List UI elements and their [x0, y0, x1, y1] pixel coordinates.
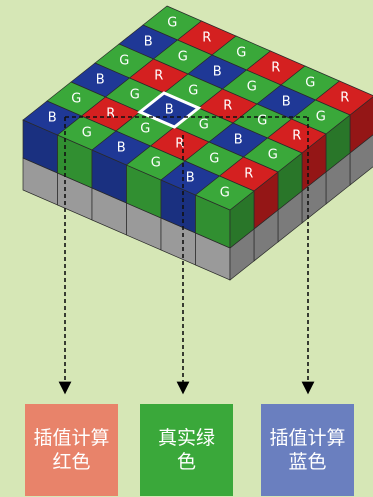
interp-red-line2: 红色 — [52, 451, 91, 473]
cell-label: G — [82, 126, 92, 141]
cell-label: G — [119, 54, 129, 69]
cell-label: G — [167, 16, 177, 31]
cell-label: G — [130, 88, 140, 103]
cell-label: R — [271, 61, 280, 76]
cell-label: G — [247, 80, 257, 95]
cell-label: R — [202, 31, 211, 46]
cell-label: G — [209, 152, 219, 167]
cell-label: G — [199, 118, 209, 133]
interp-blue-line2: 蓝色 — [288, 451, 327, 473]
cell-label: G — [71, 92, 81, 107]
cell-label: B — [117, 141, 126, 156]
cell-label: B — [186, 171, 195, 186]
cell-label: G — [268, 148, 278, 163]
cell-label: G — [220, 186, 230, 201]
interp-blue-line1: 插值计算 — [269, 427, 346, 449]
interp-blue-box: 插值计算 蓝色 — [261, 404, 354, 496]
cell-label: B — [144, 35, 153, 50]
interp-red-line1: 插值计算 — [33, 427, 110, 449]
cell-label: R — [292, 129, 301, 144]
cell-label: R — [223, 99, 232, 114]
cell-label: B — [96, 73, 105, 88]
cell-label: B — [234, 133, 243, 148]
cell-label: B — [282, 95, 291, 110]
cell-label: R — [154, 69, 163, 84]
cell-label: B — [165, 103, 174, 118]
cell-label: G — [236, 46, 246, 61]
cell-label: G — [140, 122, 150, 137]
cell-label: G — [151, 156, 161, 171]
cell-label: G — [305, 76, 315, 91]
cell-label: R — [244, 167, 253, 182]
true-green-box: 真实绿 色 — [140, 404, 233, 496]
sampling-overlay — [58, 91, 315, 395]
highlighted-pixel — [137, 91, 202, 129]
cell-label: R — [340, 91, 349, 106]
cell-label: G — [178, 50, 188, 65]
cell-label: R — [106, 107, 115, 122]
cell-label: G — [316, 110, 326, 125]
cell-label: G — [257, 114, 267, 129]
interp-red-box: 插值计算 红色 — [25, 404, 118, 496]
filter-cell-G — [194, 175, 255, 211]
true-green-line2: 色 — [176, 451, 196, 473]
true-green-line1: 真实绿 — [157, 427, 215, 449]
cell-label: B — [48, 111, 57, 126]
cell-label: B — [213, 65, 222, 80]
cell-label: R — [175, 137, 184, 152]
cell-label: G — [188, 84, 198, 99]
